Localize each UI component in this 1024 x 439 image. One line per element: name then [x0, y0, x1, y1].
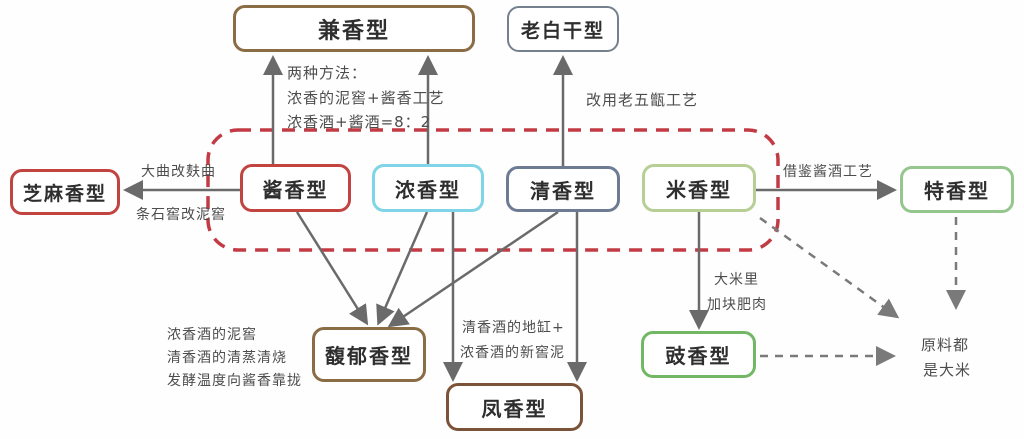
note-raw-material-line1: 原料都	[921, 336, 970, 354]
note-borrow-jiang-process: 借鉴酱酒工艺	[783, 164, 873, 180]
basic-types-group-frame	[206, 128, 780, 252]
node-fengxiang: 凤香型	[446, 383, 583, 431]
note-stone-pit-to-mud-pit: 条石窖改泥窖	[136, 207, 226, 223]
note-fengxiang-method-line1: 清香酒的地缸+	[462, 320, 565, 336]
note-daqu-to-fuqu: 大曲改麸曲	[141, 164, 216, 180]
node-qingxiang-label: 清香型	[530, 178, 596, 203]
node-nongxiang-label: 浓香型	[395, 177, 461, 202]
note-rice-with-pork-line1: 大米里	[714, 272, 759, 288]
node-jianxiang: 兼香型	[233, 5, 475, 52]
connector-mixiang-to-raw-material	[759, 216, 900, 319]
note-fuyu-method-line1: 浓香酒的泥窖	[167, 327, 257, 343]
node-qingxiang: 清香型	[506, 166, 620, 212]
node-texiang-label: 特香型	[924, 179, 990, 203]
note-fuyu-method-line3: 发酵温度向酱香靠拢	[167, 373, 302, 389]
note-rice-with-pork-line2: 加块肥肉	[707, 297, 767, 313]
note-old-five-zeng: 改用老五甑工艺	[586, 91, 699, 109]
connector-jiangxiang-to-fuyu	[295, 211, 369, 326]
node-texiang: 特香型	[900, 166, 1014, 213]
node-fengxiang-label: 凤香型	[481, 396, 548, 421]
note-two-methods-recipe2: 浓香酒+酱酒=8：2	[287, 113, 432, 131]
note-raw-material-line2: 是大米	[923, 361, 972, 379]
connector-qingxiang-to-fuyu	[387, 210, 559, 328]
node-jianxiang-label: 兼香型	[317, 18, 390, 44]
node-mixiang-label: 米香型	[666, 177, 732, 202]
node-nongxiang: 浓香型	[372, 164, 484, 212]
note-fengxiang-method-line2: 浓香酒的新窖泥	[460, 345, 565, 361]
node-chixiang-label: 豉香型	[665, 344, 732, 368]
node-fuyu-label: 馥郁香型	[325, 344, 413, 368]
node-chixiang: 豉香型	[641, 331, 756, 378]
note-fuyu-method-line2: 清香酒的清蒸清烧	[167, 350, 287, 366]
node-fuyu: 馥郁香型	[312, 327, 426, 382]
node-zhima: 芝麻香型	[10, 169, 120, 215]
note-two-methods-title: 两种方法：	[287, 64, 368, 82]
connector-nongxiang-to-fuyu	[376, 211, 429, 326]
node-laobaigan-label: 老白干型	[520, 19, 605, 42]
node-laobaigan: 老白干型	[507, 6, 619, 52]
node-jiangxiang-label: 酱香型	[262, 177, 329, 202]
node-jiangxiang: 酱香型	[240, 164, 351, 212]
note-two-methods-recipe1: 浓香的泥窖+酱香工艺	[287, 89, 445, 107]
node-mixiang: 米香型	[642, 164, 756, 212]
node-zhima-label: 芝麻香型	[22, 182, 107, 205]
